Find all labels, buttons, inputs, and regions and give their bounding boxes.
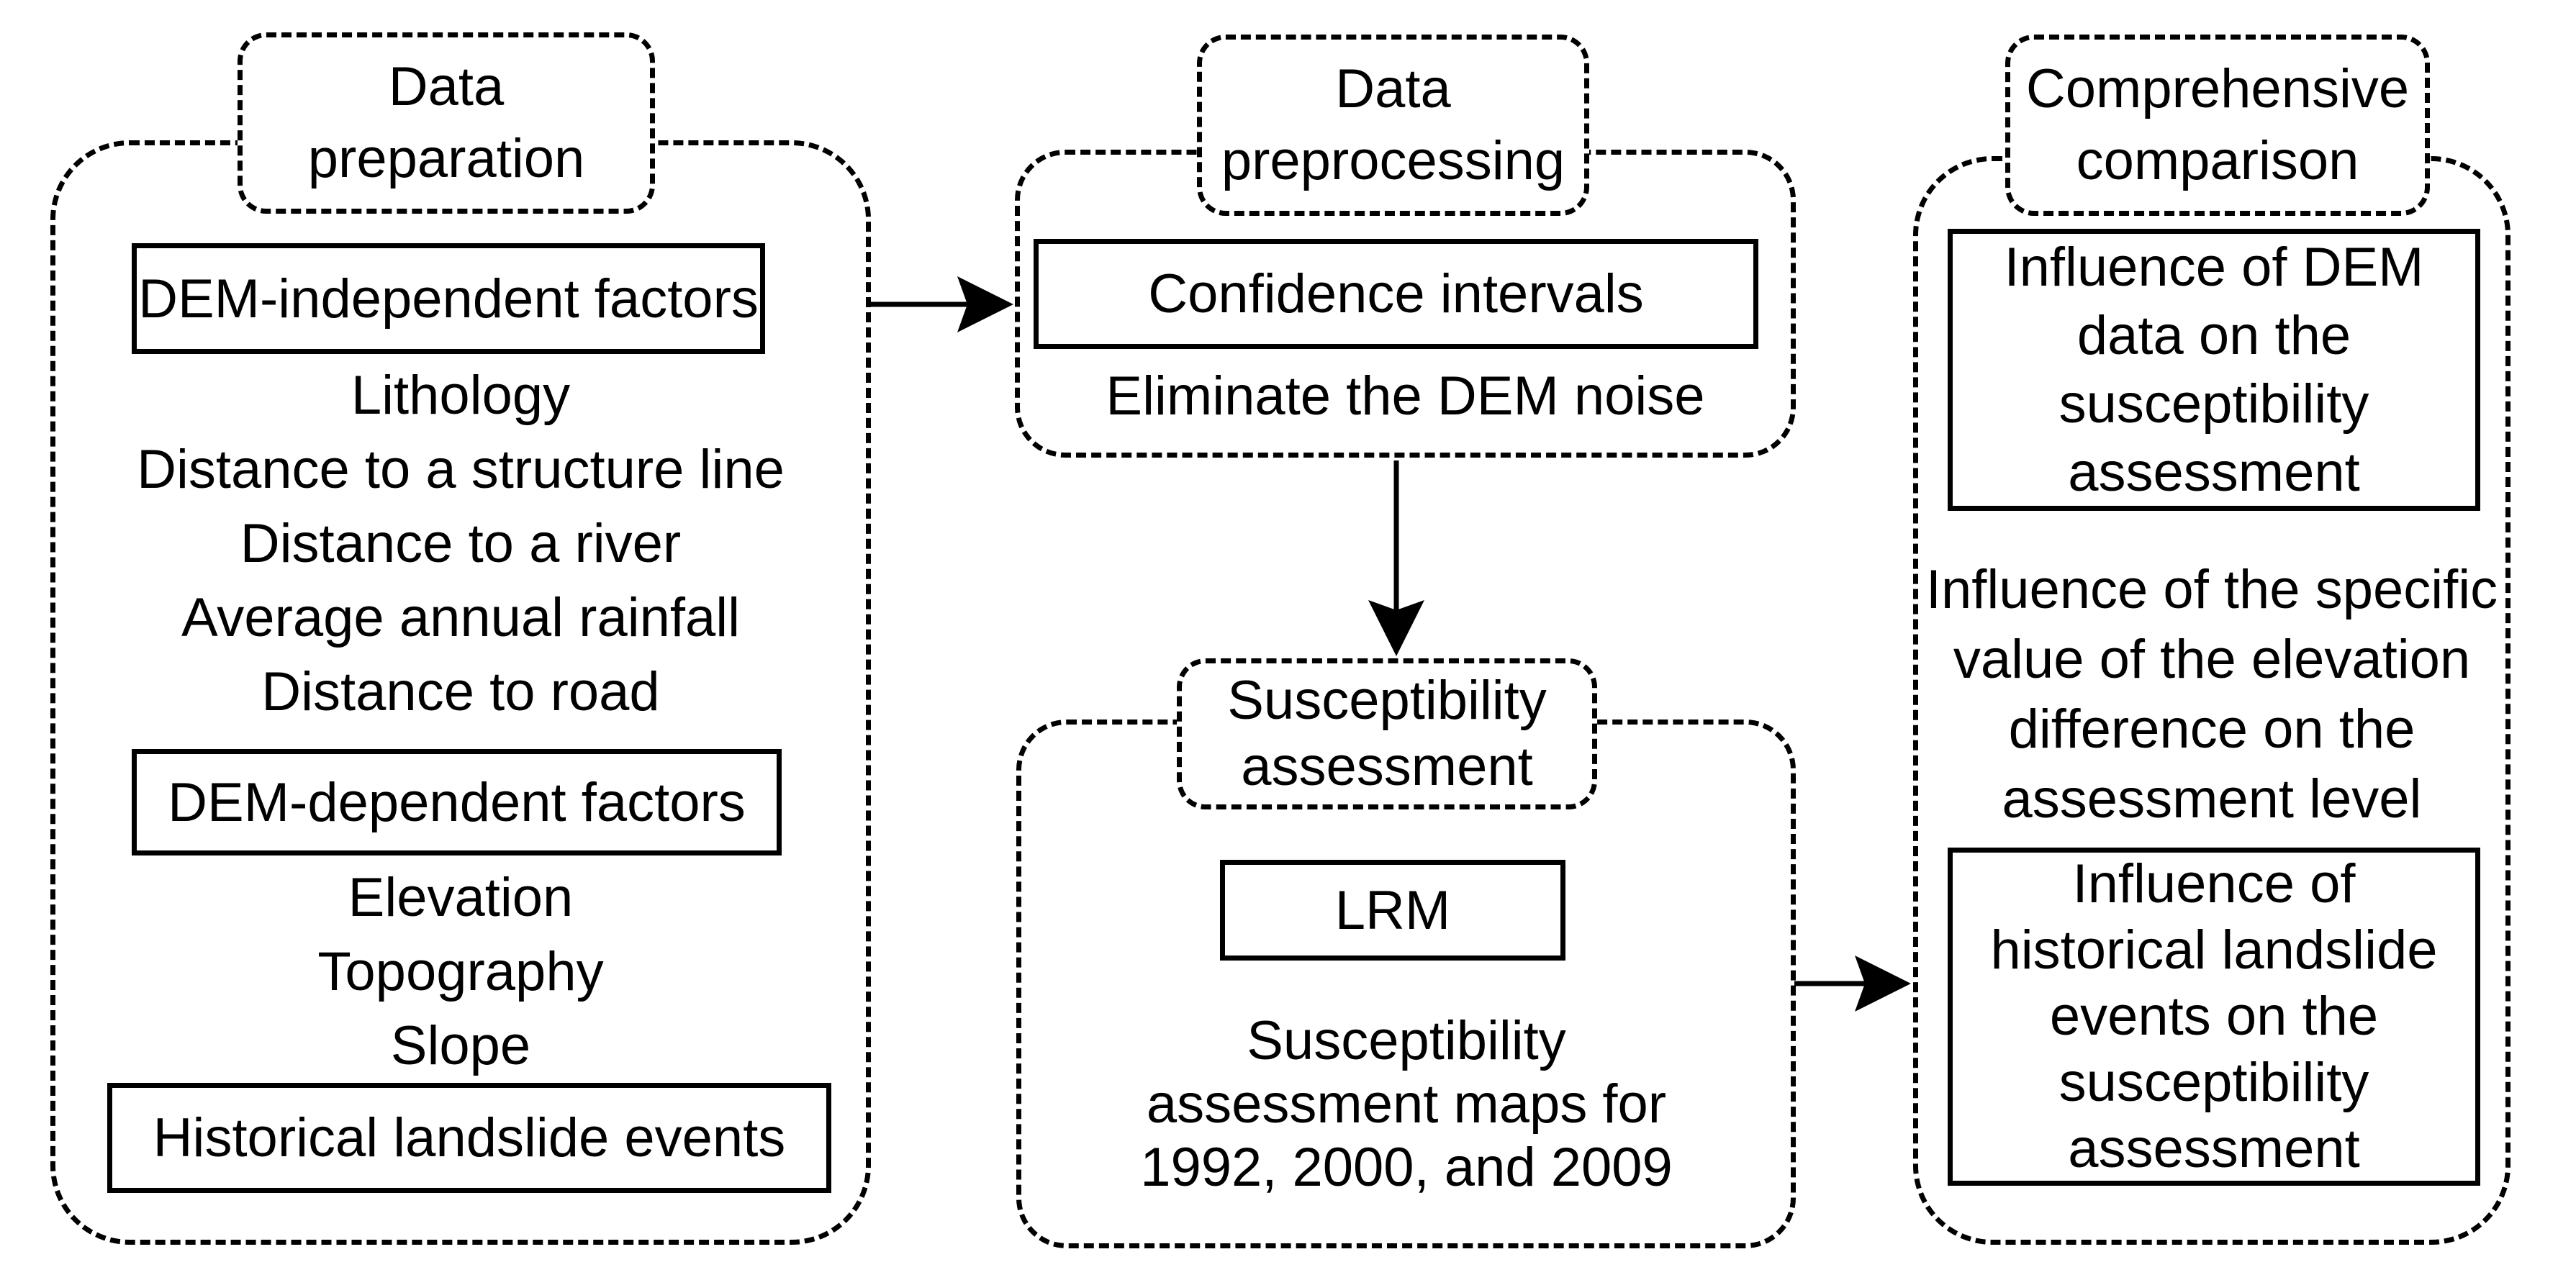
arrow-preprocessing-to-assessment — [1368, 460, 1424, 656]
influence-dem-data-label: Influence of DEM data on the susceptibil… — [2004, 237, 2424, 503]
dem-dependent-factor-list: Elevation Topography Slope — [55, 861, 867, 1083]
factor-list-item: Distance to a river — [240, 513, 682, 574]
arrow-assessment-to-comparison — [1794, 956, 1911, 1012]
historical-landslide-events-box: Historical landslide events — [107, 1083, 831, 1193]
arrow-left-to-preprocessing — [869, 276, 1013, 332]
factor-list-item: Elevation — [348, 867, 574, 928]
lrm-label: LRM — [1334, 879, 1451, 941]
factor-list-item: Average annual rainfall — [181, 587, 741, 648]
comprehensive-comparison-title: Comprehensive comparison — [2005, 35, 2430, 216]
data-preparation-title: Data preparation — [238, 32, 655, 214]
historical-landslide-events-label: Historical landslide events — [153, 1107, 786, 1168]
lrm-box: LRM — [1220, 860, 1565, 961]
susceptibility-assessment-title: Susceptibility assessment — [1177, 658, 1597, 809]
factor-list-item: Topography — [317, 941, 604, 1002]
eliminate-dem-noise-label: Eliminate the DEM noise — [1106, 365, 1705, 427]
comprehensive-comparison-title-label: Comprehensive comparison — [2025, 58, 2410, 191]
data-preprocessing-title-label: Data preprocessing — [1221, 58, 1565, 191]
susceptibility-assessment-title-label: Susceptibility assessment — [1227, 670, 1547, 797]
susceptibility-maps-label: Susceptibility assessment maps for 1992,… — [1140, 1010, 1673, 1198]
influence-elevation-difference-note: Influence of the specific value of the e… — [1918, 550, 2505, 838]
confidence-intervals-label: Confidence intervals — [1148, 263, 1644, 324]
susceptibility-maps-note: Susceptibility assessment maps for 1992,… — [1029, 1004, 1784, 1205]
factor-list-item: Lithology — [351, 365, 571, 426]
data-preprocessing-title: Data preprocessing — [1197, 35, 1589, 216]
data-preparation-title-label: Data preparation — [307, 56, 585, 189]
influence-dem-data-box: Influence of DEM data on the susceptibil… — [1948, 229, 2480, 511]
dem-independent-factors-label: DEM-independent factors — [138, 268, 759, 330]
influence-historical-events-box: Influence of historical landslide events… — [1948, 848, 2480, 1186]
influence-historical-events-label: Influence of historical landslide events… — [1990, 853, 2438, 1179]
dem-dependent-factors-label: DEM-dependent factors — [168, 771, 746, 833]
eliminate-dem-noise-note: Eliminate the DEM noise — [1022, 363, 1789, 428]
dem-independent-factors-box: DEM-independent factors — [132, 243, 765, 354]
factor-list-item: Distance to road — [261, 661, 660, 722]
dem-dependent-factors-box: DEM-dependent factors — [132, 749, 782, 855]
factor-list-item: Slope — [390, 1015, 531, 1076]
influence-elevation-difference-label: Influence of the specific value of the e… — [1925, 559, 2498, 830]
factor-list-item: Distance to a structure line — [137, 439, 785, 500]
dem-independent-factor-list: Lithology Distance to a structure line D… — [55, 358, 867, 729]
confidence-intervals-box: Confidence intervals — [1034, 239, 1758, 349]
